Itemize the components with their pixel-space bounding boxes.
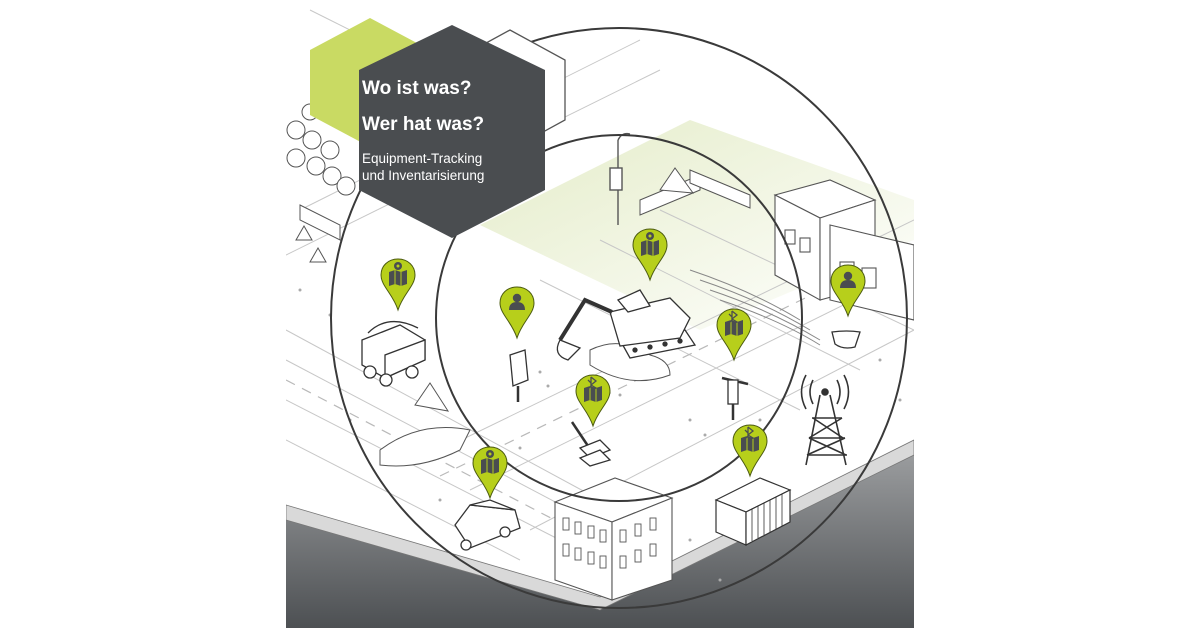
tracks bbox=[689, 269, 821, 346]
ground-edge bbox=[286, 439, 914, 611]
headline-block: Wo ist was? Wer hat was? Equipment-Track… bbox=[362, 78, 552, 184]
plate-compactor-marker[interactable] bbox=[575, 374, 611, 428]
jackhammer-marker[interactable] bbox=[716, 308, 752, 362]
breaker-hammer-marker[interactable] bbox=[499, 286, 535, 340]
bucket-marker[interactable] bbox=[830, 264, 866, 318]
bluetooth-map-icon bbox=[741, 426, 759, 452]
container-marker[interactable] bbox=[732, 424, 768, 478]
map-pin-icon bbox=[389, 262, 407, 286]
container bbox=[714, 477, 792, 546]
gravel bbox=[379, 167, 695, 467]
ground-dots bbox=[298, 288, 902, 582]
map-pin-icon bbox=[641, 232, 659, 256]
breaker-hammer bbox=[509, 349, 529, 402]
excavator bbox=[556, 289, 697, 361]
dump-truck bbox=[361, 321, 426, 387]
building-bottom bbox=[553, 477, 674, 601]
subline-inventory: und Inventarisierung bbox=[362, 168, 485, 183]
person-icon bbox=[509, 293, 525, 310]
van-marker[interactable] bbox=[472, 446, 508, 500]
subline-tracking: Equipment-Tracking bbox=[362, 151, 483, 166]
bluetooth-map-icon bbox=[584, 376, 602, 402]
dump-truck-marker[interactable] bbox=[380, 258, 416, 312]
location-markers bbox=[380, 228, 866, 500]
bluetooth-map-icon bbox=[725, 310, 743, 336]
excavator-marker[interactable] bbox=[632, 228, 668, 282]
outer-range-circle bbox=[330, 27, 908, 609]
person-icon bbox=[840, 271, 856, 288]
headline-hexagon bbox=[359, 25, 545, 238]
headline-who: Wer hat was? bbox=[362, 114, 485, 135]
radio-tower bbox=[800, 374, 850, 466]
map-pin-icon bbox=[481, 450, 499, 474]
inner-range-circle bbox=[435, 134, 803, 502]
bucket-attachment bbox=[831, 330, 861, 349]
van bbox=[454, 499, 521, 551]
plate-compactor bbox=[570, 421, 612, 467]
headline-where: Wo ist was? bbox=[362, 78, 472, 99]
ground-slab bbox=[286, 455, 914, 628]
jackhammer bbox=[721, 376, 749, 420]
